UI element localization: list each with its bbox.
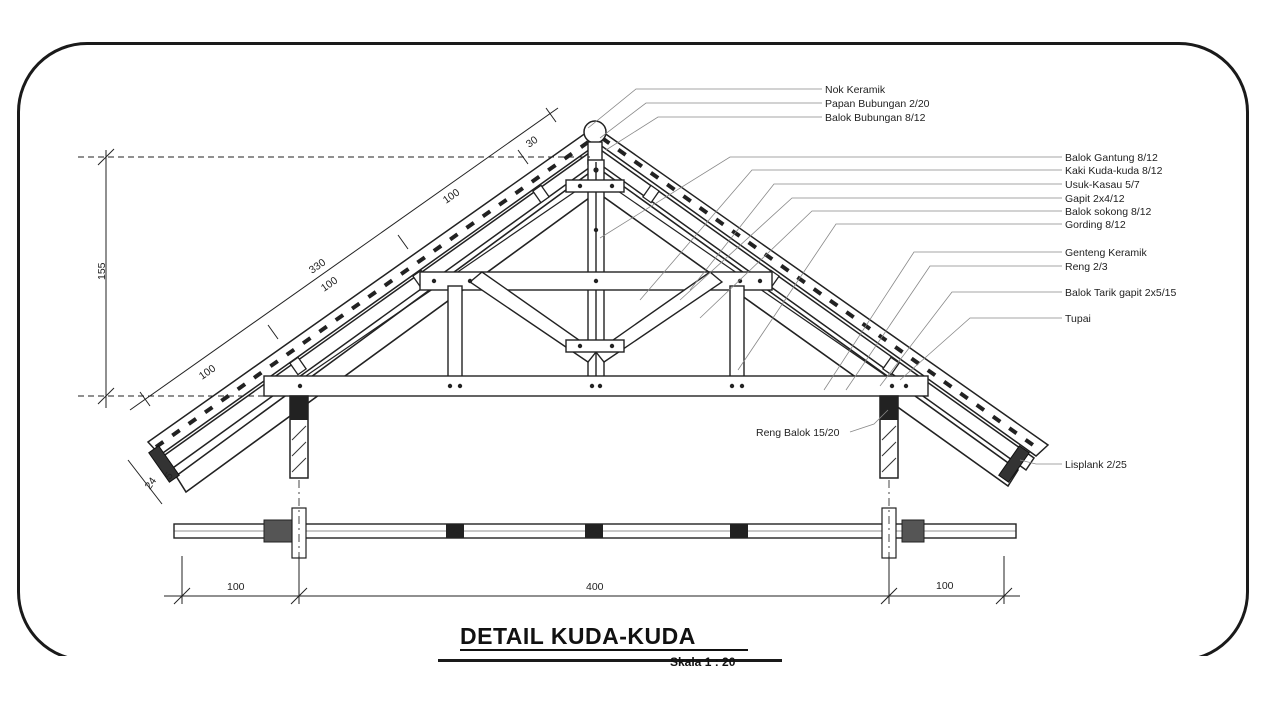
dim-span-left: 100 (227, 581, 245, 593)
label-reng: Reng 2/3 (1065, 261, 1108, 273)
kaki-kuda-kuda-left (174, 166, 601, 494)
centerlines (298, 480, 890, 600)
bolts (297, 167, 909, 389)
block-label-1: 20 (450, 525, 462, 537)
plan-view: 20 20 20 (173, 507, 1017, 559)
title-block: DETAIL KUDA-KUDA Skala 1 : 20 (17, 623, 1249, 669)
post-right (729, 285, 745, 383)
dim-rafter-total: 330 (307, 256, 328, 276)
ring-beam-right (879, 395, 899, 479)
label-gapit: Gapit 2x4/12 (1065, 193, 1125, 205)
nok-keramik (583, 120, 607, 144)
label-papan-bubungan: Papan Bubungan 2/20 (825, 98, 930, 110)
label-lisplank: Lisplank 2/25 (1065, 459, 1127, 471)
dim-eave-depth: 24 (143, 475, 160, 492)
dim-seg-lower: 100 (197, 362, 218, 382)
drawing-title: DETAIL KUDA-KUDA (460, 623, 696, 649)
label-balok-sokong: Balok sokong 8/12 (1065, 206, 1152, 218)
label-balok-bubungan: Balok Bubungan 8/12 (825, 112, 926, 124)
label-usuk-kasau: Usuk-Kasau 5/7 (1065, 179, 1140, 191)
dim-overhang-top: 30 (524, 134, 541, 151)
block-label-2: 20 (589, 525, 601, 537)
label-reng-balok: Reng Balok 15/20 (756, 427, 840, 439)
block-label-3: 20 (734, 525, 746, 537)
ring-beam-left (289, 395, 309, 479)
lisplank-right (998, 445, 1030, 483)
label-kaki-kuda-kuda: Kaki Kuda-kuda 8/12 (1065, 165, 1163, 177)
label-balok-tarik: Balok Tarik gapit 2x5/15 (1065, 287, 1176, 299)
tile-pattern-right (600, 136, 1042, 452)
tile-pattern-left (154, 136, 596, 449)
dim-seg-upper: 100 (441, 186, 462, 206)
dim-eave-thk: 5 (163, 470, 176, 482)
label-nok-keramik: Nok Keramik (825, 84, 886, 96)
label-balok-gantung: Balok Gantung 8/12 (1065, 152, 1158, 164)
component-labels: Nok Keramik Papan Bubungan 2/20 Balok Bu… (756, 84, 1176, 471)
dim-span-main: 400 (586, 581, 604, 593)
post-left (447, 285, 463, 383)
label-tupai: Tupai (1065, 313, 1091, 325)
leader-lines (587, 88, 1062, 465)
drawing-frame (17, 42, 1249, 662)
dim-height: 155 (96, 262, 108, 280)
truss-web (263, 159, 929, 397)
drawing-scale: Skala 1 : 20 (670, 655, 736, 669)
balok-tarik (263, 375, 929, 397)
label-genteng-keramik: Genteng Keramik (1065, 247, 1147, 259)
dim-seg-mid: 100 (319, 274, 340, 294)
dim-span-right: 100 (936, 580, 954, 592)
label-gording: Gording 8/12 (1065, 219, 1126, 231)
lisplank-left (148, 445, 180, 483)
dimension-lines (78, 107, 1020, 605)
